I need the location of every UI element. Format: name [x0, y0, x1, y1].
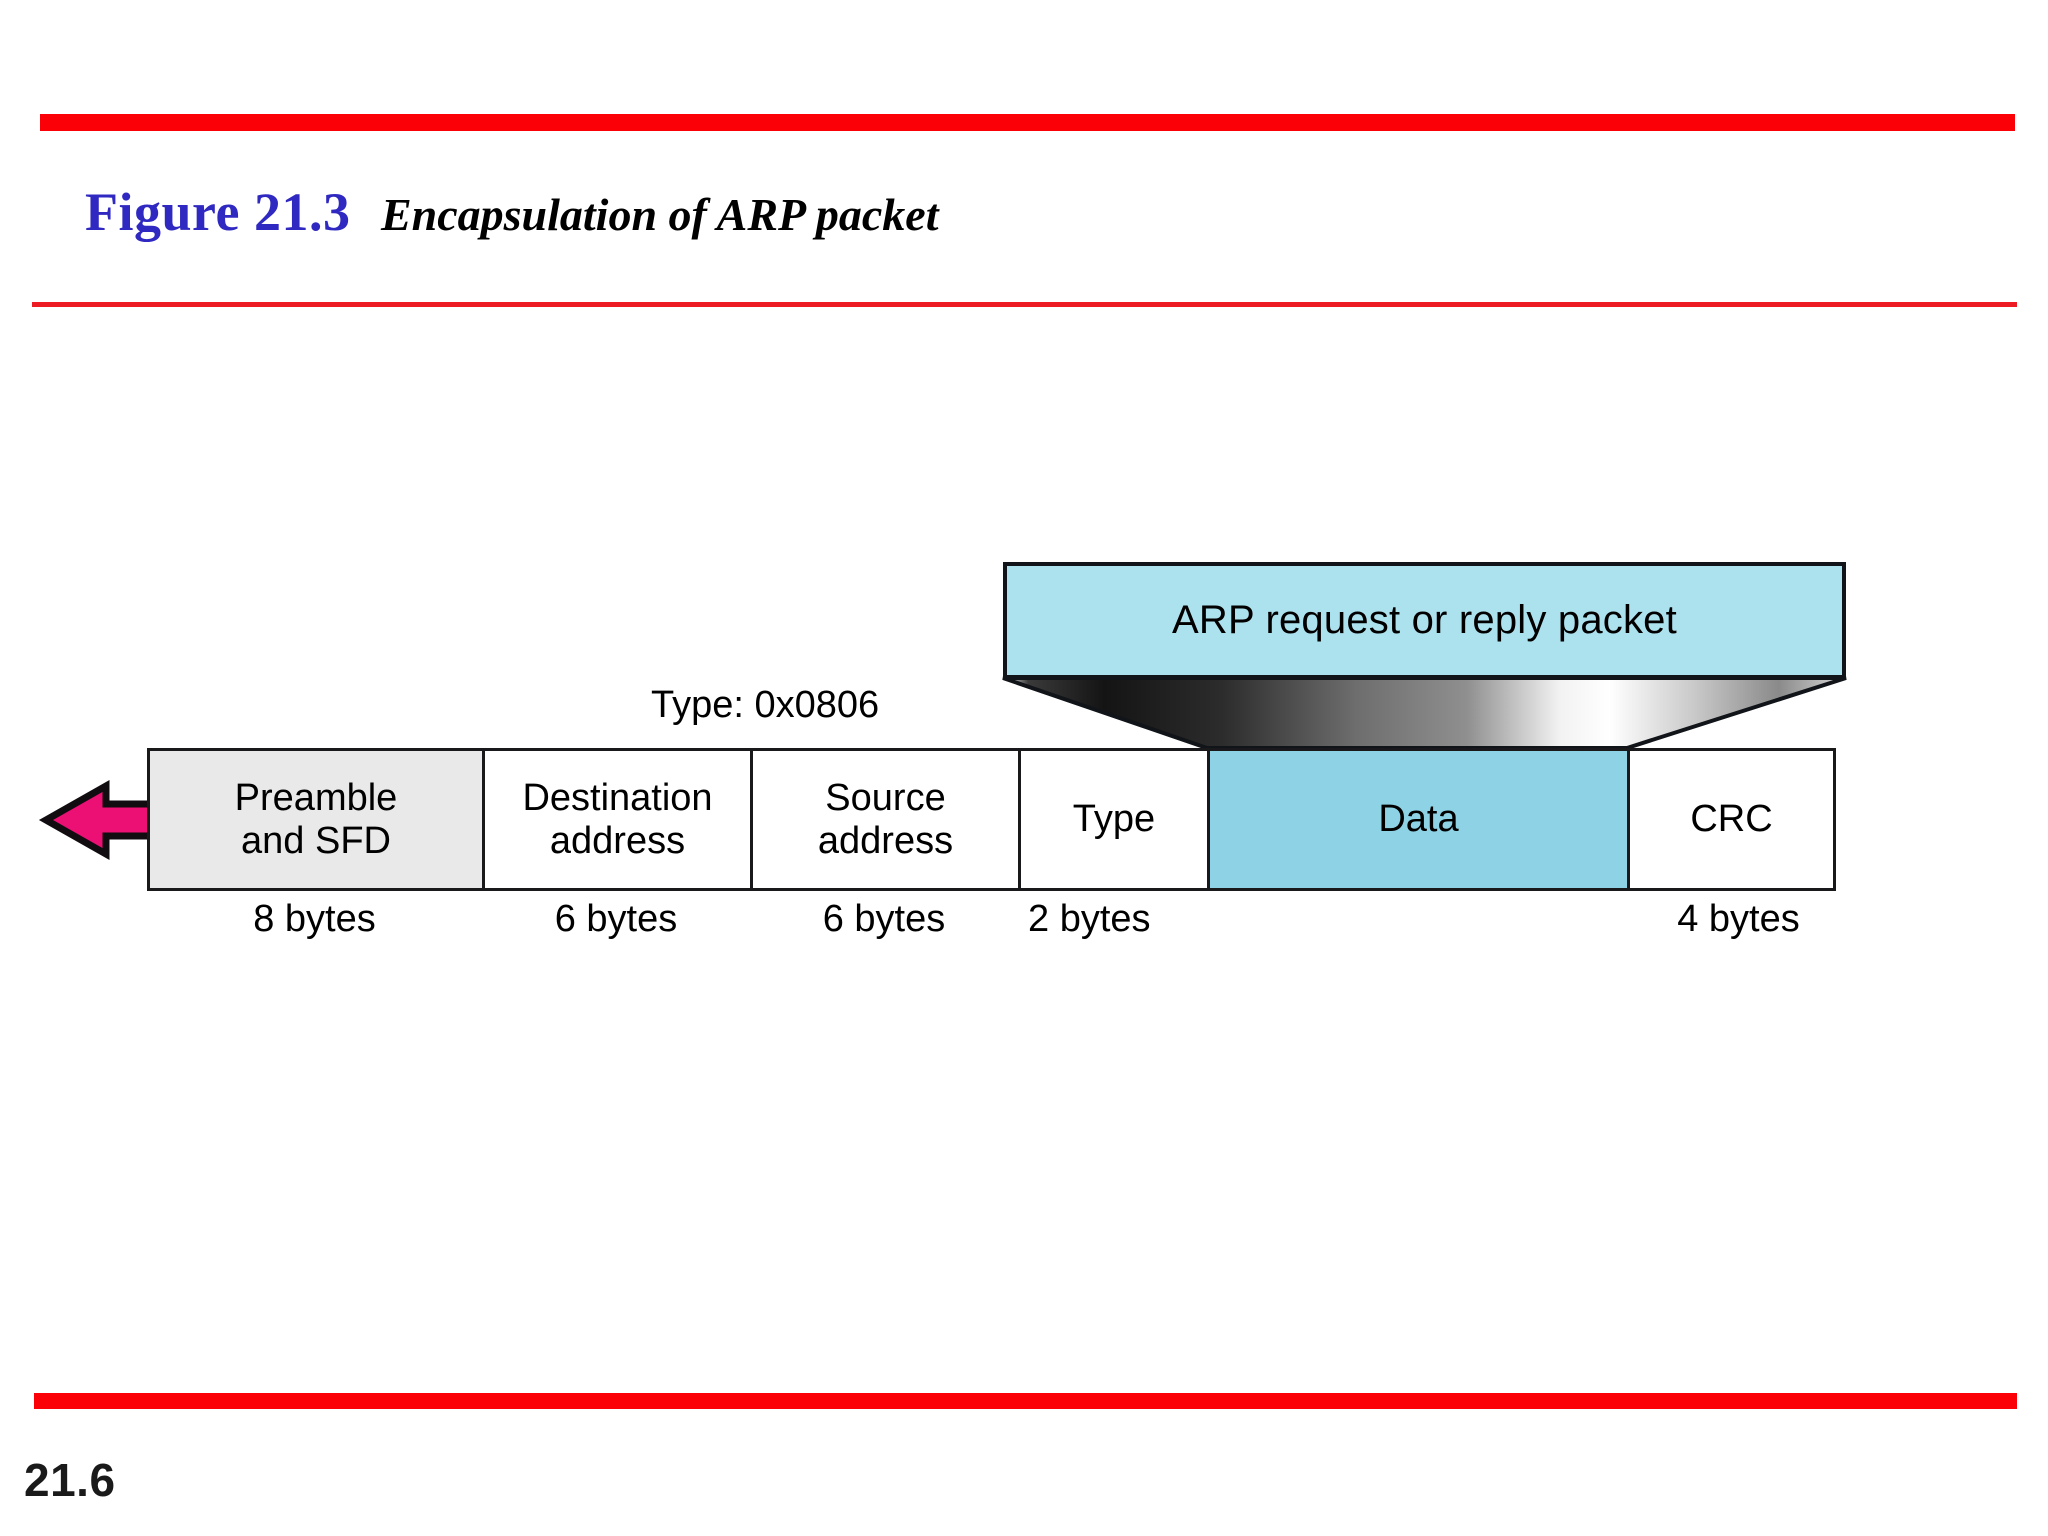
footer-red-rule [34, 1393, 2017, 1409]
frame-size-labels: 8 bytes 6 bytes 6 bytes 2 bytes 4 bytes [147, 898, 1840, 950]
figure-number: Figure 21.3 [85, 182, 351, 242]
encapsulation-funnel [1002, 676, 1847, 750]
transmission-direction-arrow [38, 779, 164, 861]
field-label-line1: Data [1378, 798, 1459, 841]
field-label-line1: Source [825, 776, 946, 819]
page-title: Figure 21.3 Encapsulation of ARP packet [85, 185, 939, 239]
frame-field-preamble-and-sfd: Preamble and SFD [150, 751, 485, 888]
field-label-line1: CRC [1690, 798, 1773, 841]
figure-caption: Encapsulation of ARP packet [380, 189, 939, 240]
field-label-line2: and SFD [241, 819, 391, 862]
field-label-line1: Destination [522, 776, 713, 819]
size-label-source-address: 6 bytes [822, 898, 946, 940]
size-label-crc: 4 bytes [1677, 898, 1800, 940]
field-label-line2: address [549, 819, 686, 862]
frame-field-destination-address: Destination address [485, 751, 753, 888]
title-underline-rule [32, 302, 2017, 307]
size-label-data [1217, 898, 1637, 950]
size-label-preamble-and-sfd: 8 bytes [253, 898, 376, 940]
ethertype-annotation: Type: 0x0806 [651, 684, 880, 726]
field-label-line1: Preamble [234, 776, 398, 819]
frame-field-type: Type [1021, 751, 1210, 888]
frame-field-crc: CRC [1630, 751, 1833, 888]
frame-field-source-address: Source address [753, 751, 1021, 888]
header-red-rule [40, 114, 2015, 131]
field-label-line1: Type [1072, 798, 1156, 841]
arp-packet-box: ARP request or reply packet [1003, 562, 1846, 679]
size-label-type: 2 bytes [1028, 898, 1151, 940]
page-number: 21.6 [24, 1454, 116, 1506]
arp-packet-label: ARP request or reply packet [1172, 598, 1677, 642]
frame-field-data: Data [1210, 751, 1630, 888]
size-label-destination-address: 6 bytes [554, 898, 678, 940]
ethernet-frame: Preamble and SFD Destination address Sou… [147, 748, 1836, 891]
field-label-line2: address [817, 819, 954, 862]
